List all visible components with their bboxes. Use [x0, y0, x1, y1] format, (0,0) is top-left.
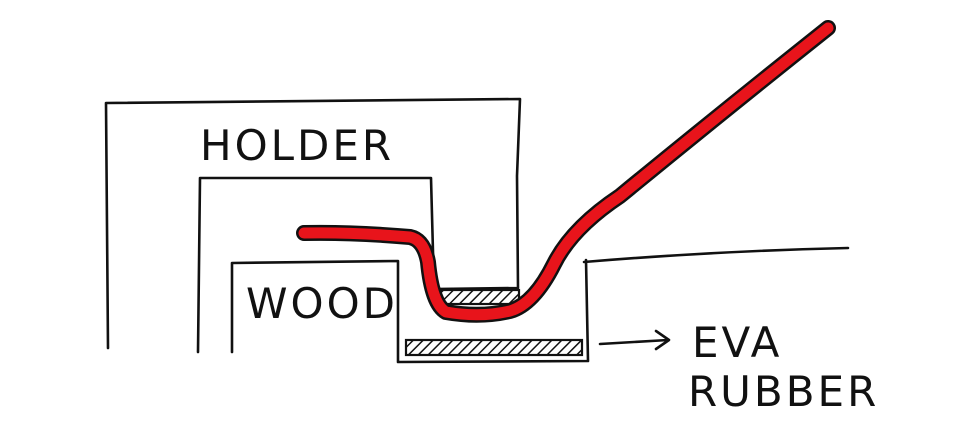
eva-label-line2: RUBBER: [688, 367, 879, 416]
eva-pad-lower: [404, 338, 584, 357]
floor-line: [582, 246, 850, 264]
eva-pad-upper: [435, 288, 521, 306]
eva-arrow-head: [654, 329, 671, 351]
wood-label: WOOD: [246, 279, 398, 328]
holder-outline: [104, 97, 522, 354]
eva-arrow: [598, 338, 670, 346]
red-strap-fill: [298, 22, 834, 321]
red-strap: [296, 20, 836, 323]
wood-outline: [230, 258, 590, 364]
holder-label: HOLDER: [200, 121, 394, 170]
eva-label-line1: EVA: [692, 318, 782, 367]
